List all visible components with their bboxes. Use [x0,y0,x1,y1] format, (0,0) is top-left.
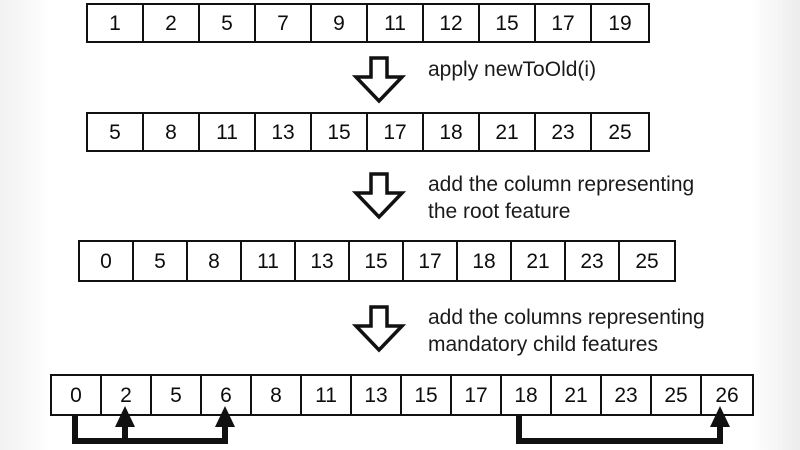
cell-mandatory-index: 15 [402,376,452,414]
cell-root-index: 8 [188,242,242,280]
cell-old-index: 25 [592,114,648,150]
cell-root-index: 21 [512,242,566,280]
cell-mandatory-index: 18 [502,376,552,414]
cell-new-index: 11 [368,5,424,41]
cell-root-index: 17 [404,242,458,280]
cell-new-index: 19 [592,5,648,41]
down-arrow-icon [352,56,406,104]
mandatory-children-bracket-left [72,416,228,444]
cell-old-index: 11 [200,114,256,150]
cell-root-index: 5 [134,242,188,280]
cell-old-index: 21 [480,114,536,150]
cell-mandatory-index: 17 [452,376,502,414]
cell-root-index: 11 [242,242,296,280]
cell-new-index: 9 [312,5,368,41]
cell-root-index: 23 [566,242,620,280]
cell-new-index: 7 [256,5,312,41]
down-arrow-icon [352,305,406,353]
step-apply-newtoold: apply newToOld(i) [352,56,596,104]
step-caption: add the column representing the root fea… [428,173,695,223]
cell-old-index: 18 [424,114,480,150]
mandatory-children-bracket-right [516,416,723,444]
cell-old-index: 15 [312,114,368,150]
step-caption: add the columns representing mandatory c… [428,306,705,356]
cell-mandatory-index: 13 [352,376,402,414]
cell-new-index: 12 [424,5,480,41]
cell-old-index: 17 [368,114,424,150]
cell-mandatory-index: 23 [602,376,652,414]
frame-edge-left [0,0,50,450]
cell-root-index: 18 [458,242,512,280]
cell-new-index: 5 [200,5,256,41]
cell-mandatory-index: 25 [652,376,702,414]
cell-new-index: 15 [480,5,536,41]
step-add-mandatory-columns: add the columns representing mandatory c… [352,305,705,359]
step-add-root-column: add the column representing the root fea… [352,172,694,226]
cell-mandatory-index: 26 [702,376,752,414]
cell-root-index: 15 [350,242,404,280]
cell-root-index: 13 [296,242,350,280]
cell-old-index: 8 [144,114,200,150]
cell-mandatory-index: 0 [52,376,102,414]
cell-new-index: 2 [144,5,200,41]
cell-new-index: 17 [536,5,592,41]
cell-root-index: 25 [620,242,674,280]
cell-new-index: 1 [88,5,144,41]
cell-old-index: 5 [88,114,144,150]
cell-mandatory-index: 11 [302,376,352,414]
cell-mandatory-index: 21 [552,376,602,414]
frame-edge-right [750,0,800,450]
cell-mandatory-index: 6 [202,376,252,414]
cell-root-index: 0 [80,242,134,280]
cell-mandatory-index: 8 [252,376,302,414]
cell-old-index: 13 [256,114,312,150]
down-arrow-icon [352,172,406,220]
cell-mandatory-index: 5 [152,376,202,414]
cell-old-index: 23 [536,114,592,150]
step-caption: apply newToOld(i) [428,58,597,81]
cell-mandatory-index: 2 [102,376,152,414]
